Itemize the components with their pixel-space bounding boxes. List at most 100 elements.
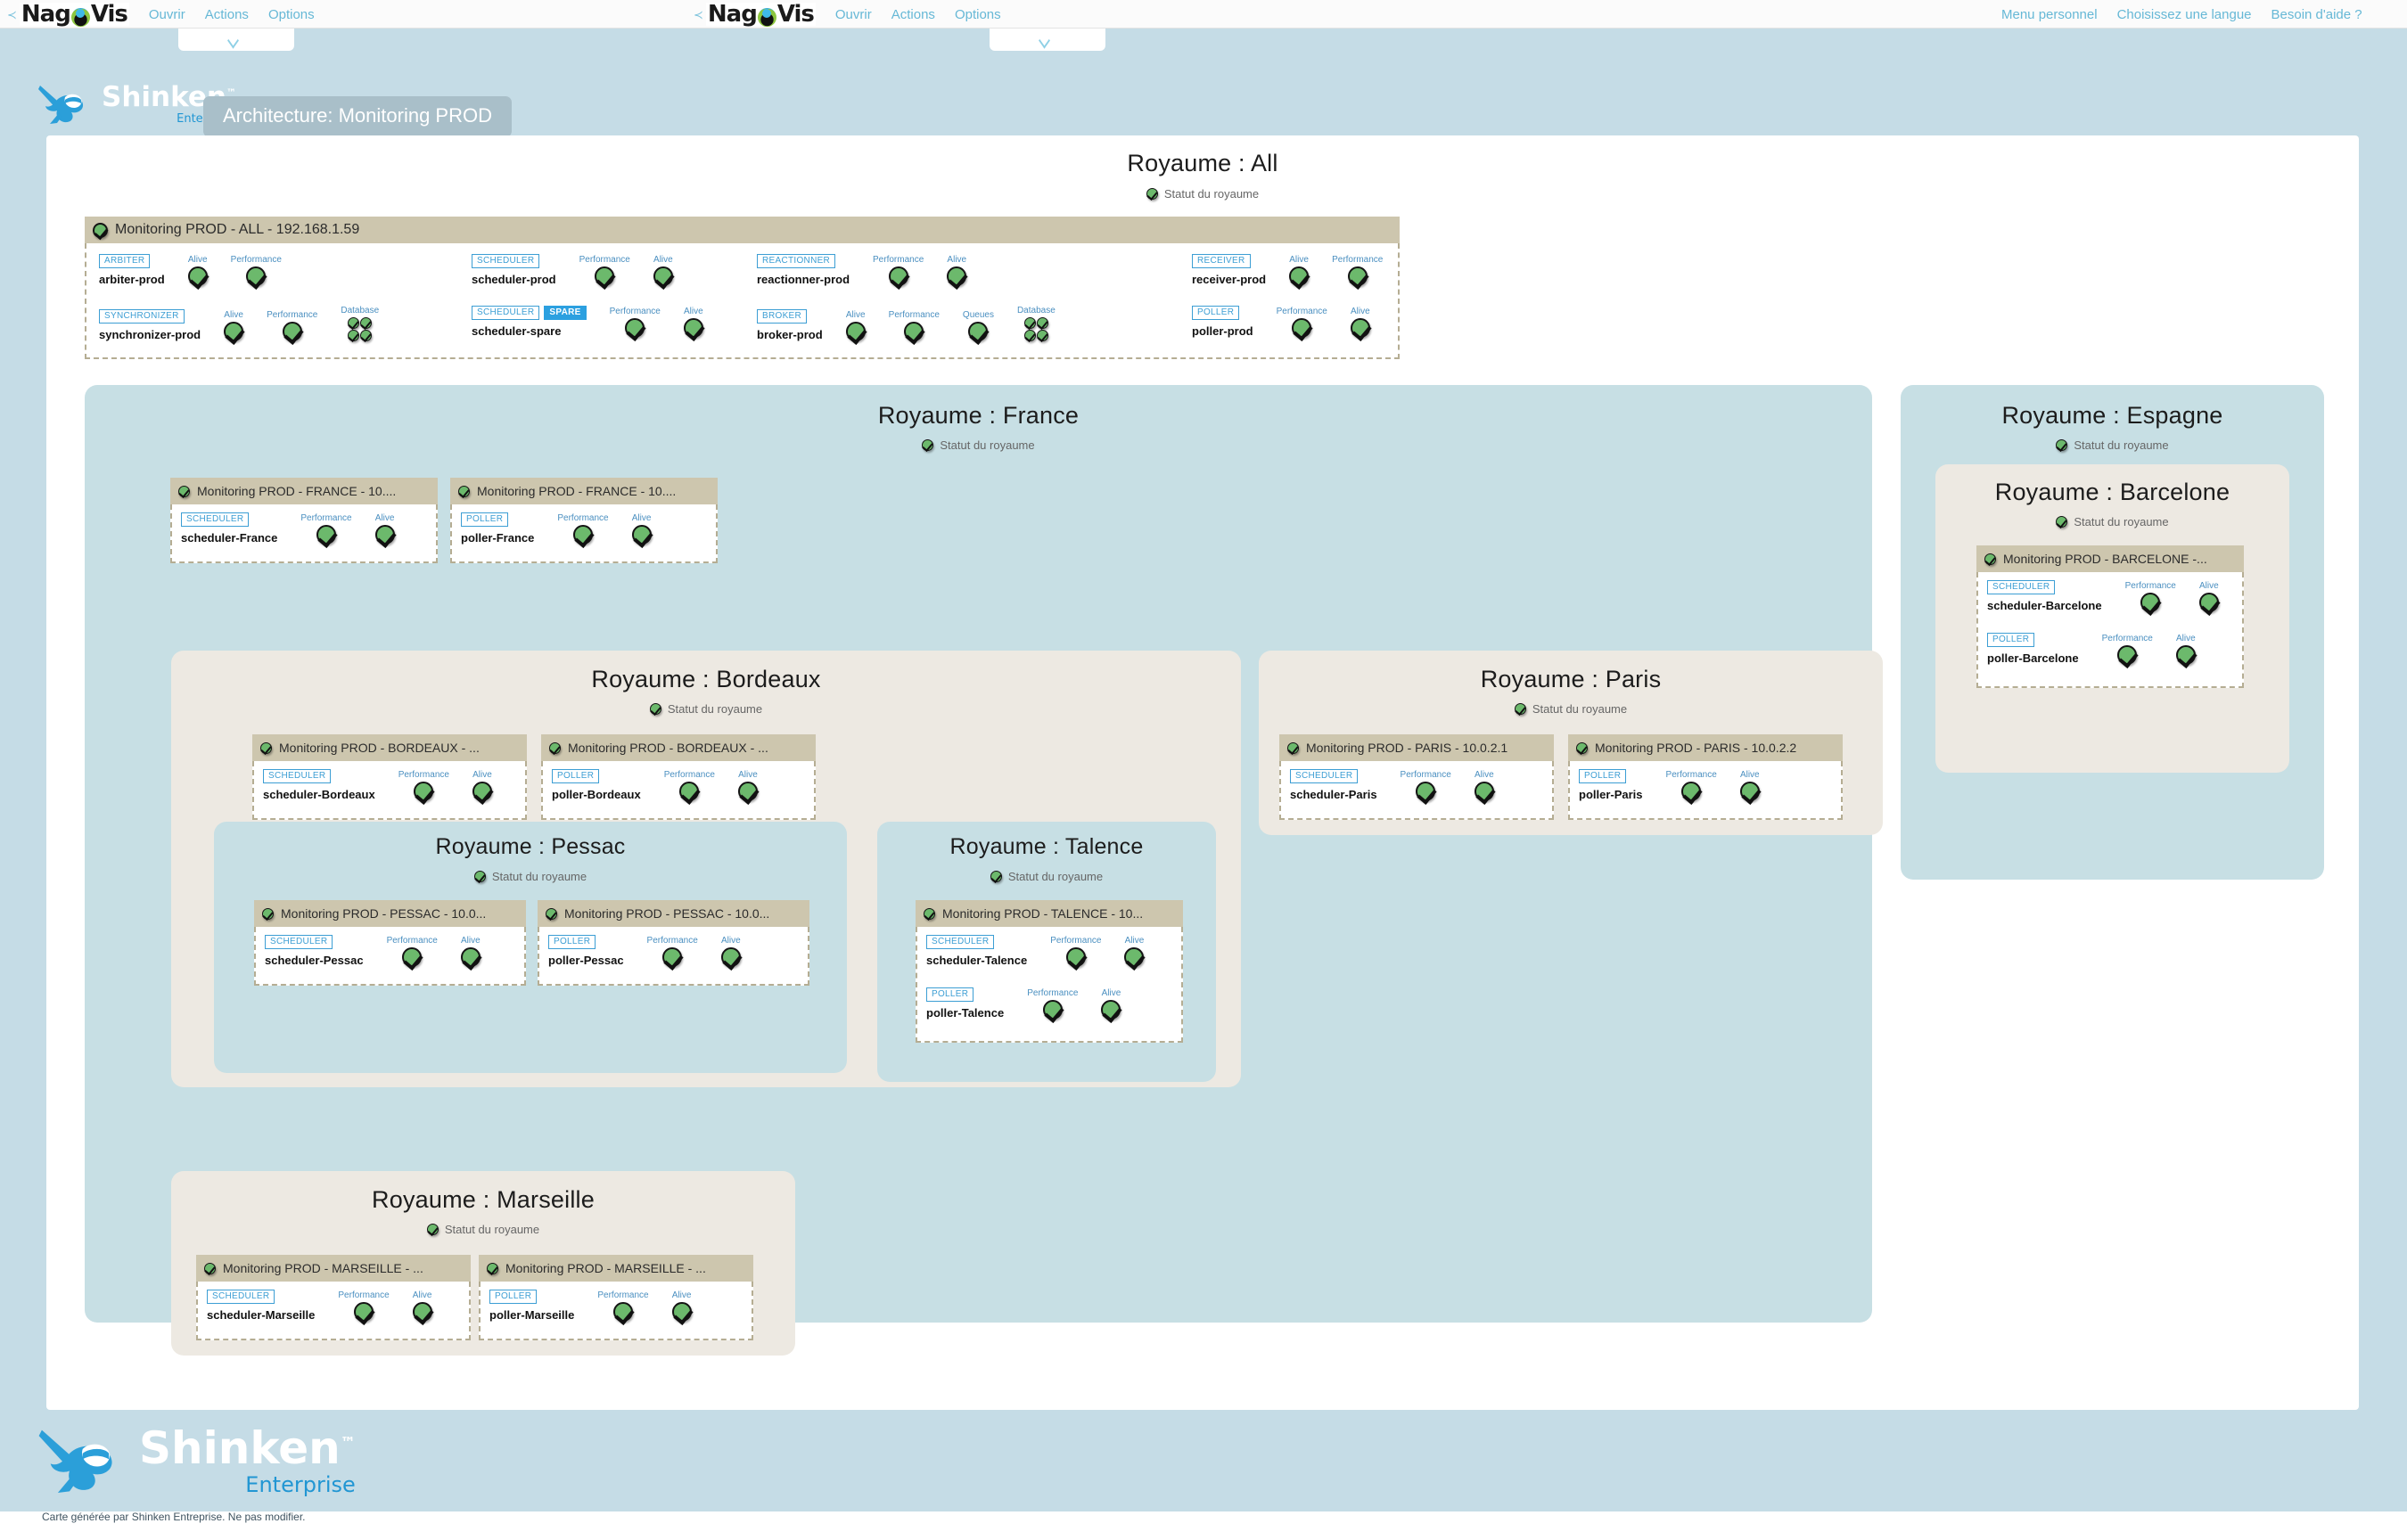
status-ok-icon[interactable] (360, 330, 373, 341)
status-ok-icon[interactable] (348, 317, 360, 329)
nav-link-choose-language[interactable]: Choisissez une langue (2116, 6, 2252, 22)
status-ok-icon[interactable] (487, 1262, 498, 1274)
status-ok-icon[interactable] (1036, 317, 1048, 329)
hostbox-header[interactable]: Monitoring PROD - BORDEAUX - ... (252, 734, 527, 761)
royaume-talence-panel[interactable]: Royaume : Talence Statut du royaume Moni… (877, 822, 1216, 1082)
status-ok-icon[interactable] (947, 266, 967, 286)
status-ok-icon[interactable] (1065, 947, 1086, 967)
metric-queues[interactable]: Queues (963, 310, 994, 341)
status-ok-icon[interactable] (631, 525, 652, 545)
metric-alive[interactable]: Alive (947, 255, 967, 286)
metric-performance[interactable]: Performance (267, 310, 317, 341)
nav-link-actions-center[interactable]: Actions (891, 6, 935, 22)
daemon-scheduler-marseille[interactable]: SCHEDULER scheduler-Marseille Performanc… (207, 1290, 432, 1322)
status-ok-icon[interactable] (374, 525, 395, 545)
sidebar-collapse-icon[interactable]: ≺ (7, 7, 17, 21)
sidebar-collapse-icon-center[interactable]: ≺ (694, 7, 703, 21)
metric-alive[interactable]: Alive (631, 513, 652, 545)
metric-alive[interactable]: Alive (683, 307, 703, 338)
metric-performance[interactable]: Performance (2125, 581, 2176, 612)
hostbox-header[interactable]: Monitoring PROD - MARSEILLE - ... (196, 1255, 471, 1282)
daemon-poller-paris[interactable]: POLLER poller-Paris Performance Alive (1579, 769, 1760, 801)
metric-alive[interactable]: Alive (472, 770, 492, 801)
metric-performance[interactable]: Performance (1401, 770, 1451, 801)
daemon-arbiter-prod[interactable]: ARBITER arbiter-prod Alive Performance (99, 254, 282, 286)
nav-link-options-center[interactable]: Options (954, 6, 1001, 22)
metric-alive[interactable]: Alive (845, 310, 866, 341)
status-ok-icon[interactable] (1101, 1000, 1121, 1020)
metric-alive[interactable]: Alive (224, 310, 244, 341)
status-ok-icon[interactable] (1514, 703, 1526, 715)
status-ok-icon[interactable] (282, 322, 302, 341)
daemon-synchronizer-prod[interactable]: SYNCHRONIZER synchronizer-prod Alive Per… (99, 306, 379, 341)
status-ok-icon[interactable] (2198, 593, 2219, 612)
status-ok-icon[interactable] (472, 782, 492, 801)
hostbox-marseille-scheduler[interactable]: Monitoring PROD - MARSEILLE - ... SCHEDU… (196, 1255, 471, 1340)
status-ok-icon[interactable] (845, 322, 866, 341)
status-ok-icon[interactable] (1124, 947, 1145, 967)
nav-dropdown-tab-center[interactable] (990, 28, 1105, 51)
daemon-scheduler-france[interactable]: SCHEDULER scheduler-France Performance A… (181, 512, 395, 545)
status-ok-icon[interactable] (246, 266, 267, 286)
metric-alive[interactable]: Alive (737, 770, 758, 801)
hostbox-header[interactable]: Monitoring PROD - FRANCE - 10.... (450, 478, 718, 504)
status-ok-icon[interactable] (1036, 330, 1048, 341)
daemon-poller-pessac[interactable]: POLLER poller-Pessac Performance Alive (548, 935, 741, 967)
status-ok-icon[interactable] (402, 947, 423, 967)
hostbox-marseille-poller[interactable]: Monitoring PROD - MARSEILLE - ... POLLER… (479, 1255, 753, 1340)
hostbox-header[interactable]: Monitoring PROD - FRANCE - 10.... (170, 478, 438, 504)
status-ok-icon[interactable] (904, 322, 924, 341)
status-ok-icon[interactable] (2117, 645, 2138, 665)
daemon-poller-talence[interactable]: POLLER poller-Talence Performance Alive (926, 987, 1121, 1020)
nav-link-ouvrir-left[interactable]: Ouvrir (148, 6, 185, 22)
metric-performance[interactable]: Performance (664, 770, 715, 801)
daemon-poller-prod[interactable]: POLLER poller-prod Performance Alive (1192, 306, 1370, 338)
hostbox-header[interactable]: Monitoring PROD - MARSEILLE - ... (479, 1255, 753, 1282)
metric-alive[interactable]: Alive (2175, 634, 2196, 665)
status-ok-icon[interactable] (2140, 593, 2161, 612)
metric-performance[interactable]: Performance (387, 936, 438, 967)
hostbox-header[interactable]: Monitoring PROD - PARIS - 10.0.2.2 (1568, 734, 1843, 761)
metric-alive[interactable]: Alive (1124, 936, 1145, 967)
daemon-scheduler-barcelone[interactable]: SCHEDULER scheduler-Barcelone Performanc… (1987, 580, 2219, 612)
status-ok-icon[interactable] (1023, 317, 1036, 329)
hostbox-all[interactable]: Monitoring PROD - ALL - 192.168.1.59 ARB… (85, 217, 1400, 359)
status-ok-icon[interactable] (224, 322, 244, 341)
metric-alive[interactable]: Alive (2198, 581, 2219, 612)
status-ok-icon[interactable] (922, 439, 934, 451)
nav-link-help[interactable]: Besoin d'aide ? (2271, 6, 2362, 22)
status-ok-icon[interactable] (1146, 188, 1158, 200)
status-ok-icon[interactable] (2175, 645, 2196, 665)
metric-performance[interactable]: Performance (647, 936, 698, 967)
hostbox-bordeaux-scheduler[interactable]: Monitoring PROD - BORDEAUX - ... SCHEDUL… (252, 734, 527, 820)
status-ok-icon[interactable] (354, 1302, 374, 1322)
hostbox-header[interactable]: Monitoring PROD - PESSAC - 10.0... (254, 900, 526, 927)
metric-alive[interactable]: Alive (1474, 770, 1494, 801)
status-ok-icon[interactable] (414, 782, 434, 801)
hostbox-header[interactable]: Monitoring PROD - PESSAC - 10.0... (538, 900, 809, 927)
royaume-pessac-panel[interactable]: Royaume : Pessac Statut du royaume Monit… (214, 822, 847, 1073)
status-ok-icon[interactable] (260, 741, 272, 754)
hostbox-header[interactable]: Monitoring PROD - BARCELONE -... (1976, 545, 2244, 572)
status-ok-icon[interactable] (1042, 1000, 1063, 1020)
status-ok-icon[interactable] (1347, 266, 1368, 286)
metric-performance[interactable]: Performance (2102, 634, 2153, 665)
status-ok-icon[interactable] (549, 741, 561, 754)
nav-link-menu-personnel[interactable]: Menu personnel (2001, 6, 2098, 22)
status-ok-icon[interactable] (737, 782, 758, 801)
nagvis-logo-left[interactable]: Nag Vis (19, 3, 129, 27)
royaume-france-panel[interactable]: Royaume : France Statut du royaume Monit… (85, 385, 1883, 1356)
hostbox-paris-scheduler[interactable]: Monitoring PROD - PARIS - 10.0.2.1 SCHED… (1279, 734, 1554, 820)
hostbox-pessac-poller[interactable]: Monitoring PROD - PESSAC - 10.0... POLLE… (538, 900, 809, 986)
status-ok-icon[interactable] (2056, 439, 2068, 451)
metric-performance[interactable]: Performance (1050, 936, 1101, 967)
status-ok-icon[interactable] (572, 525, 593, 545)
nav-link-actions-left[interactable]: Actions (204, 6, 249, 22)
status-ok-icon[interactable] (679, 782, 700, 801)
status-ok-icon[interactable] (968, 322, 989, 341)
metric-performance[interactable]: Performance (873, 255, 924, 286)
daemon-scheduler-paris[interactable]: SCHEDULER scheduler-Paris Performance Al… (1290, 769, 1494, 801)
daemon-scheduler-pessac[interactable]: SCHEDULER scheduler-Pessac Performance A… (265, 935, 481, 967)
status-ok-icon[interactable] (990, 871, 1002, 882)
hostbox-header[interactable]: Monitoring PROD - PARIS - 10.0.2.1 (1279, 734, 1554, 761)
